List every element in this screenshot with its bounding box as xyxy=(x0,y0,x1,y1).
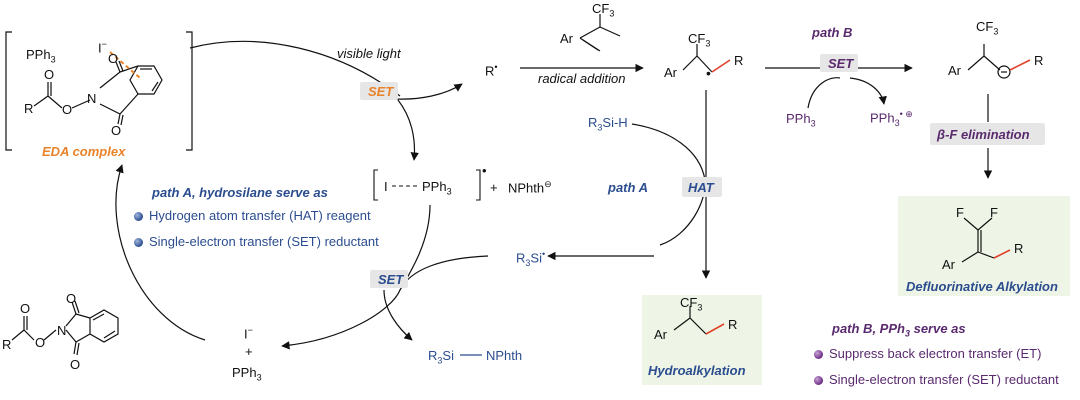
defluor-highlight-box xyxy=(898,196,1070,296)
o-bot-2: O xyxy=(70,357,81,372)
bottom-phthalimide-structure xyxy=(11,300,119,356)
red-bond-hydro xyxy=(705,323,725,335)
hat-pill xyxy=(682,177,722,197)
r-radical-chain: R xyxy=(734,53,744,68)
bullet-dot-icon xyxy=(134,212,143,222)
n-top: N xyxy=(87,91,97,106)
radical-dot: • xyxy=(706,65,711,81)
radical-cation-dot: • xyxy=(482,163,487,178)
plus-bottom: + xyxy=(245,344,253,359)
set-3-pill xyxy=(370,270,408,288)
r-hydro: R xyxy=(728,317,738,332)
bullet-dot-icon xyxy=(814,350,823,360)
red-bond-radical xyxy=(711,59,731,73)
radical-cation-pph3: PPh3 xyxy=(422,179,452,197)
beta-f-pill xyxy=(930,123,1045,145)
o-ester-top: O xyxy=(62,102,73,117)
r-bot: R xyxy=(2,337,12,352)
iodide-top: I− xyxy=(98,39,107,56)
f-left: F xyxy=(956,205,964,220)
cf3-hydro: CF3 xyxy=(680,295,703,313)
set-3-label: SET xyxy=(378,272,404,287)
arrow-to-radical-cation xyxy=(397,99,419,161)
path-b-title: path B xyxy=(812,25,853,40)
r3si-nphth: R3Si xyxy=(428,348,454,366)
anion-structure xyxy=(967,44,1011,79)
path-b-pph3: path B, PPh3 serve as xyxy=(832,321,966,339)
bullet-suppress: Suppress back electron transfer (ET) xyxy=(814,347,1041,360)
bullet-dot-icon xyxy=(134,238,143,248)
radical-intermediate-structure xyxy=(682,44,713,73)
nphth-anion: NPhth⊖ xyxy=(508,179,552,196)
hat-label: HAT xyxy=(688,180,714,195)
radical-cation-brackets xyxy=(373,169,481,201)
r-anion: R xyxy=(1034,53,1044,68)
ar-defluor: Ar xyxy=(942,257,955,272)
visible-light-label: visible light xyxy=(337,46,401,61)
set-2-pill xyxy=(820,54,858,72)
path-a-label: path A xyxy=(608,180,648,195)
arrow-to-r3si-nphth xyxy=(383,289,413,341)
arrow-to-radical xyxy=(395,83,463,100)
arrow-set2-path xyxy=(281,255,489,350)
n-bot: N xyxy=(57,323,67,338)
hydro-product-structure xyxy=(673,306,707,335)
pph3-top: PPh3 xyxy=(26,47,56,65)
arrow-pph3-out xyxy=(849,77,887,105)
radical-addition-label: radical addition xyxy=(538,71,626,86)
alkene-structure xyxy=(579,14,621,52)
r-radical: R• xyxy=(485,62,498,79)
defluor-product-structure xyxy=(961,217,995,263)
red-bond-defluor xyxy=(993,249,1011,259)
o-bot-1: O xyxy=(66,291,77,306)
o-top-3: O xyxy=(44,67,55,82)
eda-complex-label: EDA complex xyxy=(42,144,126,159)
cf3-anion: CF3 xyxy=(976,19,999,37)
ar-hydro: Ar xyxy=(654,327,667,342)
o-top-1: O xyxy=(108,51,119,66)
eda-phthalimide-structure xyxy=(33,60,163,126)
bullet-dot-icon xyxy=(814,376,823,386)
bullet-hat: Hydrogen atom transfer (HAT) reagent xyxy=(134,209,371,222)
arrow-eda-to-light xyxy=(189,40,401,97)
set-1-label: SET xyxy=(368,84,394,99)
o-bot-4: O xyxy=(20,301,31,316)
arrow-cycle-left xyxy=(115,164,206,341)
arrow-pph3-in xyxy=(807,77,841,109)
beta-f-label: β-F elimination xyxy=(937,127,1030,142)
hydro-highlight-box xyxy=(642,295,762,385)
ar-alkene: Ar xyxy=(560,31,573,46)
cf3-radical: CF3 xyxy=(688,31,711,49)
defluor-label: Defluorinative Alkylation xyxy=(906,279,1058,294)
path-a-hydrosilane: path A, hydrosilane serve as xyxy=(152,185,328,200)
hydroalkylation-label: Hydroalkylation xyxy=(648,363,746,378)
eda-brackets xyxy=(5,31,193,151)
bullet-set-b: Single-electron transfer (SET) reductant xyxy=(814,373,1059,386)
r-defluor: R xyxy=(1014,241,1024,256)
f-right: F xyxy=(990,205,998,220)
red-bond-anion xyxy=(1009,59,1031,71)
pph3-b-right: PPh3• ⊕ xyxy=(870,109,913,128)
ar-anion: Ar xyxy=(948,63,961,78)
ar-radical: Ar xyxy=(664,65,677,80)
r3si-radical: R3Si• xyxy=(516,249,546,268)
radical-cation-i: I xyxy=(384,179,388,194)
iodide-bottom: I− xyxy=(244,325,253,342)
cf3-alkene: CF3 xyxy=(592,1,615,19)
nphth-bottom: NPhth xyxy=(486,348,523,363)
set-1-pill xyxy=(360,82,398,100)
o-top-2: O xyxy=(111,123,122,138)
set-2-label: SET xyxy=(828,56,854,71)
pph3-bottom: PPh3 xyxy=(232,365,262,383)
plus-sign: + xyxy=(490,180,498,195)
r-top: R xyxy=(24,101,34,116)
pph3-b-left: PPh3 xyxy=(786,111,816,129)
o-bot-3: O xyxy=(35,335,46,350)
bullet-set: Single-electron transfer (SET) reductant xyxy=(134,235,379,248)
r3sih: R3Si-H xyxy=(588,115,628,133)
